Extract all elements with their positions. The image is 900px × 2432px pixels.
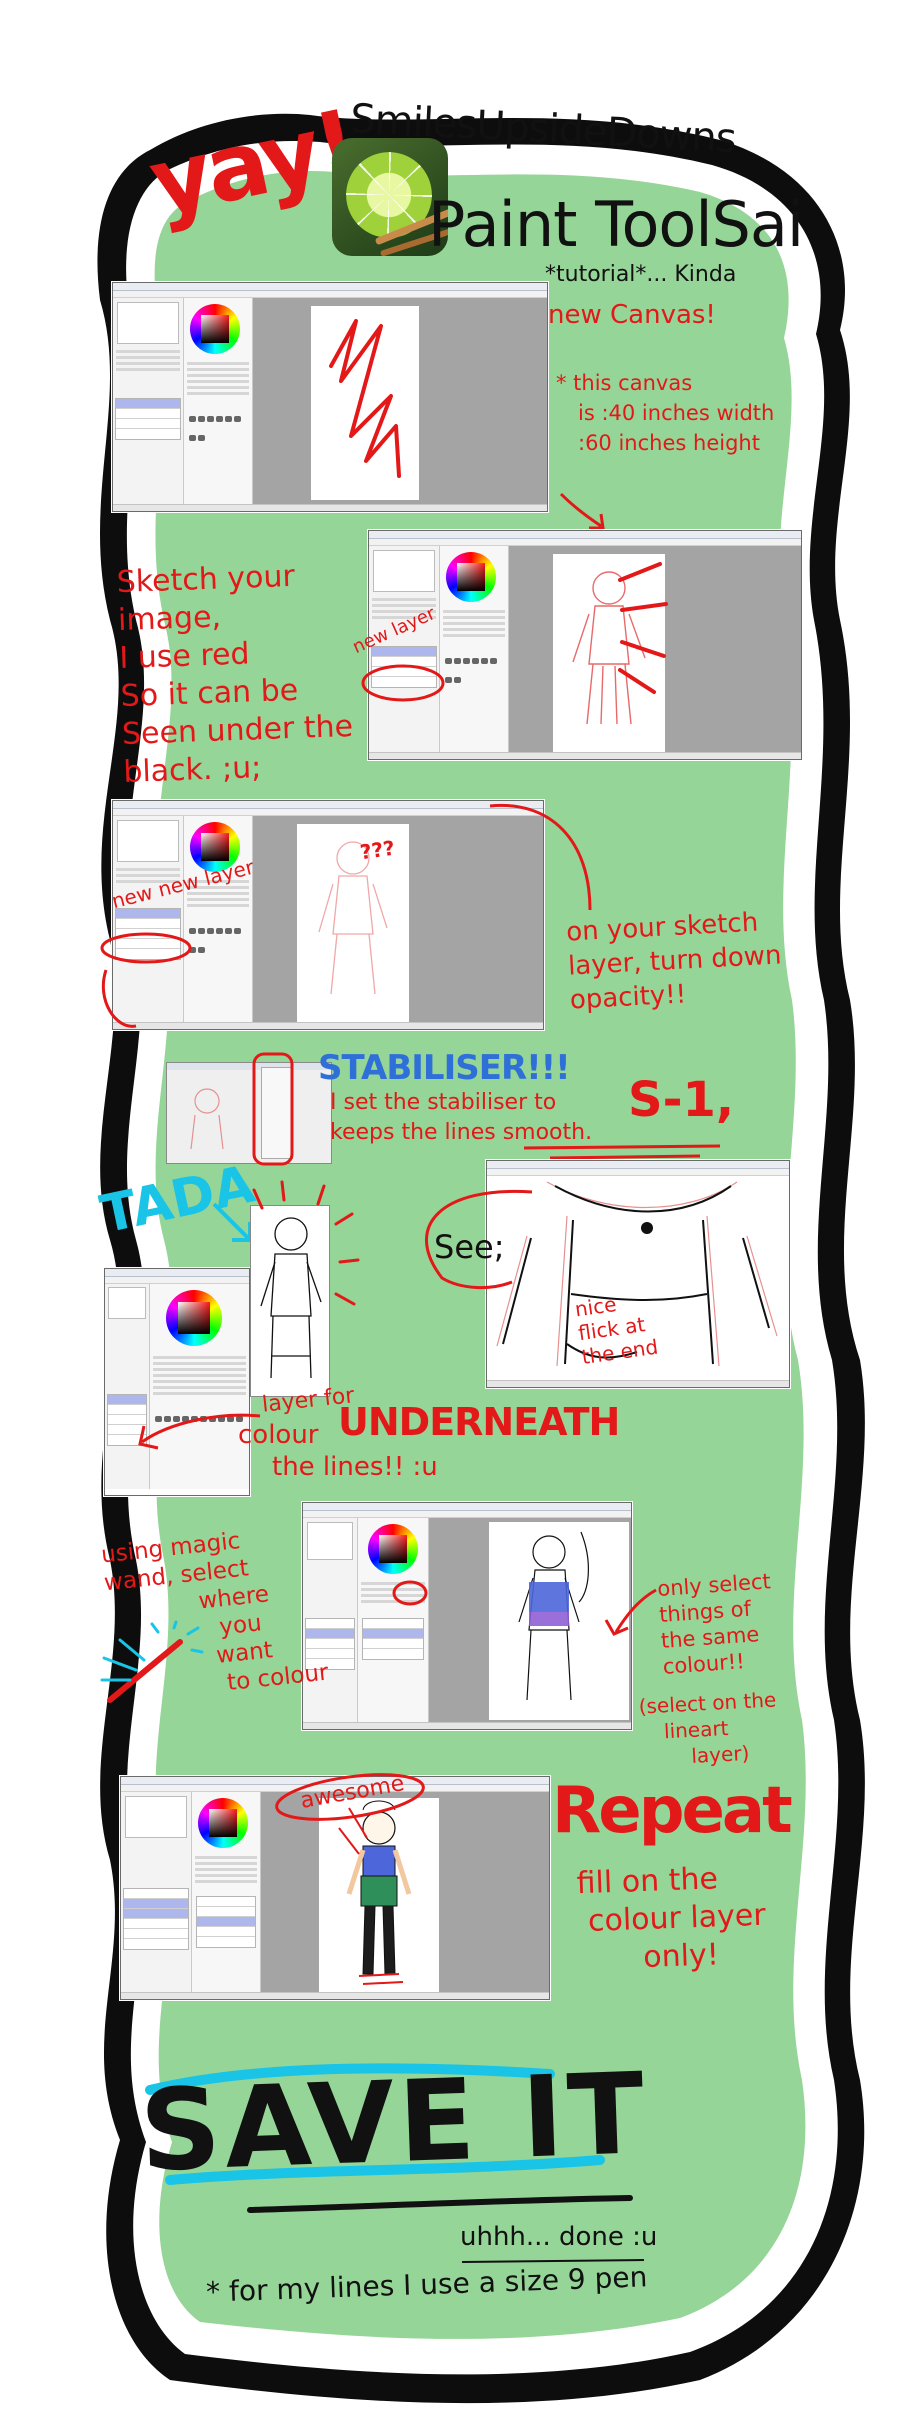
tada-emphasis — [252, 1180, 360, 1306]
screenshot-see-detail — [486, 1160, 790, 1388]
canvas-size-line: * this canvas — [556, 371, 693, 395]
underline-smooth — [523, 1144, 721, 1160]
stabiliser-line-2: keeps the lines smooth. — [330, 1120, 593, 1145]
lineart-note: (select on the lineart layer) — [638, 1686, 780, 1771]
stabiliser-title: STABILISER!!! — [318, 1048, 571, 1088]
opacity-instructions: on your sketch layer, turn down opacity!… — [565, 904, 784, 1017]
opacity-arrow — [489, 803, 592, 911]
screenshot-magic-wand — [302, 1502, 632, 1730]
stabiliser-value: S-1, — [628, 1072, 735, 1128]
repeat-line: fill on the — [576, 1861, 719, 1902]
screenshot-sketch — [368, 530, 802, 760]
save-highlight — [145, 2063, 633, 2213]
sketch-line: Seen under the — [121, 708, 354, 752]
lineart-drawing — [250, 1205, 330, 1397]
done-underline — [461, 2259, 645, 2263]
opacity-circles — [100, 932, 192, 1028]
same-colour-note: only select things of the same colour!! — [657, 1568, 777, 1680]
stabiliser-line-1: I set the stabiliser to — [330, 1090, 557, 1115]
paint-tool-sai-logo-icon — [332, 138, 448, 256]
arrow-to-next — [559, 492, 605, 530]
done-label: uhhh... done :u — [460, 2222, 658, 2252]
sketch-instructions: Sketch your image, I use red So it can b… — [116, 556, 355, 792]
underneath-suffix: the lines!! :u — [272, 1452, 438, 1482]
color-wheel-icon — [190, 304, 240, 354]
save-it-title: SAVE IT — [137, 2049, 651, 2197]
question-marks: ??? — [358, 835, 397, 865]
screenshot-new-canvas — [112, 282, 548, 512]
repeat-title: Repeat — [552, 1774, 793, 1848]
repeat-line: only! — [642, 1937, 720, 1976]
repeat-line: colour layer — [587, 1897, 767, 1939]
canvas-size-line: :60 inches height — [578, 431, 760, 455]
underneath-word: UNDERNEATH — [338, 1400, 620, 1444]
wand-tool-circle — [392, 1580, 428, 1606]
magic-wand-icon — [100, 1620, 204, 1703]
canvas-size-note: * this canvas is :40 inches width :60 in… — [556, 368, 774, 458]
awesome-bubble — [275, 1773, 425, 1821]
see-arrow — [425, 1189, 533, 1290]
screenshot-stabiliser — [166, 1062, 332, 1164]
screenshot-opacity — [112, 800, 544, 1030]
app-name-title: Paint ToolSai — [428, 188, 804, 261]
sketch-line: black. ;u; — [122, 750, 262, 790]
see-label: See; — [434, 1228, 505, 1266]
repeat-instructions: fill on the colour layer only! — [576, 1859, 768, 1979]
screenshot-lineart — [104, 1268, 250, 1496]
underneath-arrow — [138, 1413, 261, 1450]
tutorial-subtitle: *tutorial*... Kinda — [545, 262, 737, 287]
canvas-size-line: is :40 inches width — [578, 401, 775, 425]
same-colour-arrow — [604, 1588, 657, 1636]
new-layer-circle — [361, 664, 445, 702]
flick-note: nice flick at the end — [573, 1287, 659, 1369]
stabiliser-highlight — [252, 1052, 294, 1166]
screenshot-repeat — [120, 1776, 550, 2000]
new-canvas-label: new Canvas! — [548, 300, 716, 330]
emphasis-lines — [618, 562, 668, 694]
underneath-colour: colour — [238, 1420, 319, 1450]
